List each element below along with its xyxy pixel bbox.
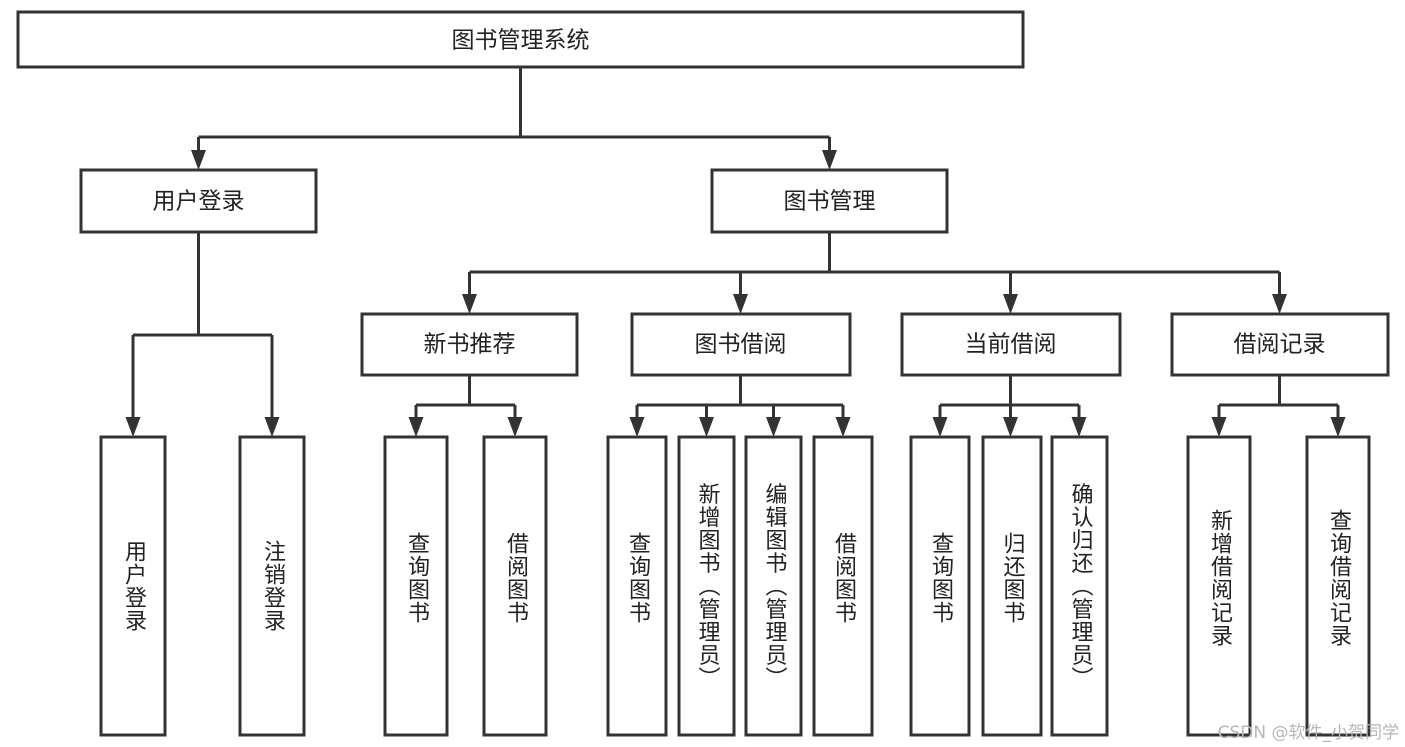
node-book-borrow-label: 图书借阅 xyxy=(695,332,787,358)
node-new-book-rec-rect[interactable] xyxy=(360,312,579,377)
node-leaf-user-login-label: 用户登录 xyxy=(121,540,147,632)
node-root-rect[interactable] xyxy=(16,10,1025,69)
node-leaf-borrow-add-label: 新增图书（管理员） xyxy=(695,483,721,690)
node-root-label: 图书管理系统 xyxy=(452,28,590,54)
node-new-book-rec[interactable]: 新书推荐 xyxy=(360,312,579,377)
arrow-head-leaf-cur-confirm xyxy=(1071,417,1087,437)
node-leaf-cur-confirm-label: 确认归还（管理员） xyxy=(1068,483,1094,690)
arrow-head-book-borrow xyxy=(733,294,748,314)
connector-group-book-manage xyxy=(462,232,1287,314)
node-leaf-rec-add-rect[interactable] xyxy=(1186,435,1252,737)
node-leaf-borrow-add-rect[interactable] xyxy=(677,435,736,737)
connector-group-book-borrow xyxy=(629,375,851,437)
node-user-login[interactable]: 用户登录 xyxy=(79,168,318,234)
connector-group-borrow-record xyxy=(1211,375,1346,437)
node-book-manage[interactable]: 图书管理 xyxy=(710,168,949,234)
arrow-head-borrow-record xyxy=(1272,294,1287,314)
node-borrow-record-label: 借阅记录 xyxy=(1234,332,1326,358)
node-book-manage-label: 图书管理 xyxy=(784,189,876,215)
node-leaf-borrow-add[interactable]: 新增图书（管理员） xyxy=(677,435,736,737)
node-leaf-rec-query-rect[interactable] xyxy=(383,435,449,737)
node-leaf-borrow-query[interactable]: 查询图书 xyxy=(606,435,668,737)
node-book-borrow[interactable]: 图书借阅 xyxy=(630,312,852,377)
node-leaf-cur-query[interactable]: 查询图书 xyxy=(909,435,971,737)
node-leaf-borrow-edit[interactable]: 编辑图书（管理员） xyxy=(744,435,803,737)
node-leaf-user-login[interactable]: 用户登录 xyxy=(99,435,167,737)
arrow-head-new-book-rec xyxy=(462,294,477,314)
node-leaf-borrow-edit-rect[interactable] xyxy=(744,435,803,737)
node-leaf-cur-confirm[interactable]: 确认归还（管理员） xyxy=(1050,435,1109,737)
arrow-head-book-manage xyxy=(822,150,837,170)
arrow-head-leaf-rec-borrow xyxy=(507,417,523,437)
node-leaf-cur-return[interactable]: 归还图书 xyxy=(981,435,1043,737)
node-leaf-user-logout-rect[interactable] xyxy=(238,435,306,737)
node-current-borrow[interactable]: 当前借阅 xyxy=(900,312,1122,377)
arrow-head-leaf-borrow-add xyxy=(699,417,714,437)
arrow-head-leaf-rec-query2 xyxy=(1330,417,1346,437)
node-leaf-rec-query[interactable]: 查询图书 xyxy=(383,435,449,737)
node-leaf-cur-return-label: 归还图书 xyxy=(1000,532,1026,624)
arrow-head-leaf-user-login xyxy=(125,417,141,437)
node-leaf-cur-confirm-rect[interactable] xyxy=(1050,435,1109,737)
node-leaf-rec-query2-label: 查询借阅记录 xyxy=(1326,509,1352,647)
node-leaf-borrow-edit-label: 编辑图书（管理员） xyxy=(762,483,788,690)
arrow-head-leaf-borrow-edit xyxy=(766,417,781,437)
node-leaf-rec-borrow-rect[interactable] xyxy=(482,435,548,737)
node-leaf-cur-query-rect[interactable] xyxy=(909,435,971,737)
connector-group-root xyxy=(191,67,837,170)
arrow-head-leaf-rec-query xyxy=(408,417,424,437)
connector-group-new-book-rec xyxy=(408,375,523,437)
arrow-head-leaf-user-logout xyxy=(264,417,280,437)
node-leaf-rec-borrow-label: 借阅图书 xyxy=(503,532,529,624)
node-borrow-record-rect[interactable] xyxy=(1170,312,1390,377)
node-leaf-cur-query-label: 查询图书 xyxy=(928,532,954,624)
node-leaf-rec-query2[interactable]: 查询借阅记录 xyxy=(1305,435,1371,737)
node-leaf-rec-query2-rect[interactable] xyxy=(1305,435,1371,737)
arrow-head-user-login xyxy=(191,150,206,170)
node-leaf-rec-borrow[interactable]: 借阅图书 xyxy=(482,435,548,737)
arrow-head-leaf-rec-add xyxy=(1211,417,1227,437)
node-leaf-user-login-rect[interactable] xyxy=(99,435,167,737)
connector-group-user-login xyxy=(125,232,280,437)
node-new-book-rec-label: 新书推荐 xyxy=(424,332,516,358)
node-current-borrow-label: 当前借阅 xyxy=(965,332,1057,358)
node-leaf-borrow-lend-label: 借阅图书 xyxy=(831,532,857,624)
node-user-login-label: 用户登录 xyxy=(153,189,245,215)
node-leaf-borrow-lend[interactable]: 借阅图书 xyxy=(812,435,874,737)
node-leaf-user-logout[interactable]: 注销登录 xyxy=(238,435,306,737)
node-leaf-cur-return-rect[interactable] xyxy=(981,435,1043,737)
csdn-watermark: CSDN @软件_小贺同学 xyxy=(1217,723,1399,743)
node-leaf-rec-add-label: 新增借阅记录 xyxy=(1207,509,1233,647)
node-user-login-rect[interactable] xyxy=(79,168,318,234)
arrow-head-leaf-cur-query xyxy=(932,417,948,437)
node-leaf-rec-add[interactable]: 新增借阅记录 xyxy=(1186,435,1252,737)
node-leaf-borrow-query-rect[interactable] xyxy=(606,435,668,737)
node-root[interactable]: 图书管理系统 xyxy=(16,10,1025,69)
node-book-borrow-rect[interactable] xyxy=(630,312,852,377)
connector-group-current-borrow xyxy=(932,375,1087,437)
node-leaf-user-logout-label: 注销登录 xyxy=(260,540,286,632)
arrow-head-leaf-borrow-query xyxy=(629,417,645,437)
node-leaf-rec-query-label: 查询图书 xyxy=(404,532,430,624)
node-current-borrow-rect[interactable] xyxy=(900,312,1122,377)
node-borrow-record[interactable]: 借阅记录 xyxy=(1170,312,1390,377)
arrow-head-current-borrow xyxy=(1003,294,1018,314)
node-leaf-borrow-query-label: 查询图书 xyxy=(625,532,651,624)
node-book-manage-rect[interactable] xyxy=(710,168,949,234)
arrow-head-leaf-cur-return xyxy=(1003,417,1018,437)
arrow-head-leaf-borrow-lend xyxy=(835,417,851,437)
node-leaf-borrow-lend-rect[interactable] xyxy=(812,435,874,737)
